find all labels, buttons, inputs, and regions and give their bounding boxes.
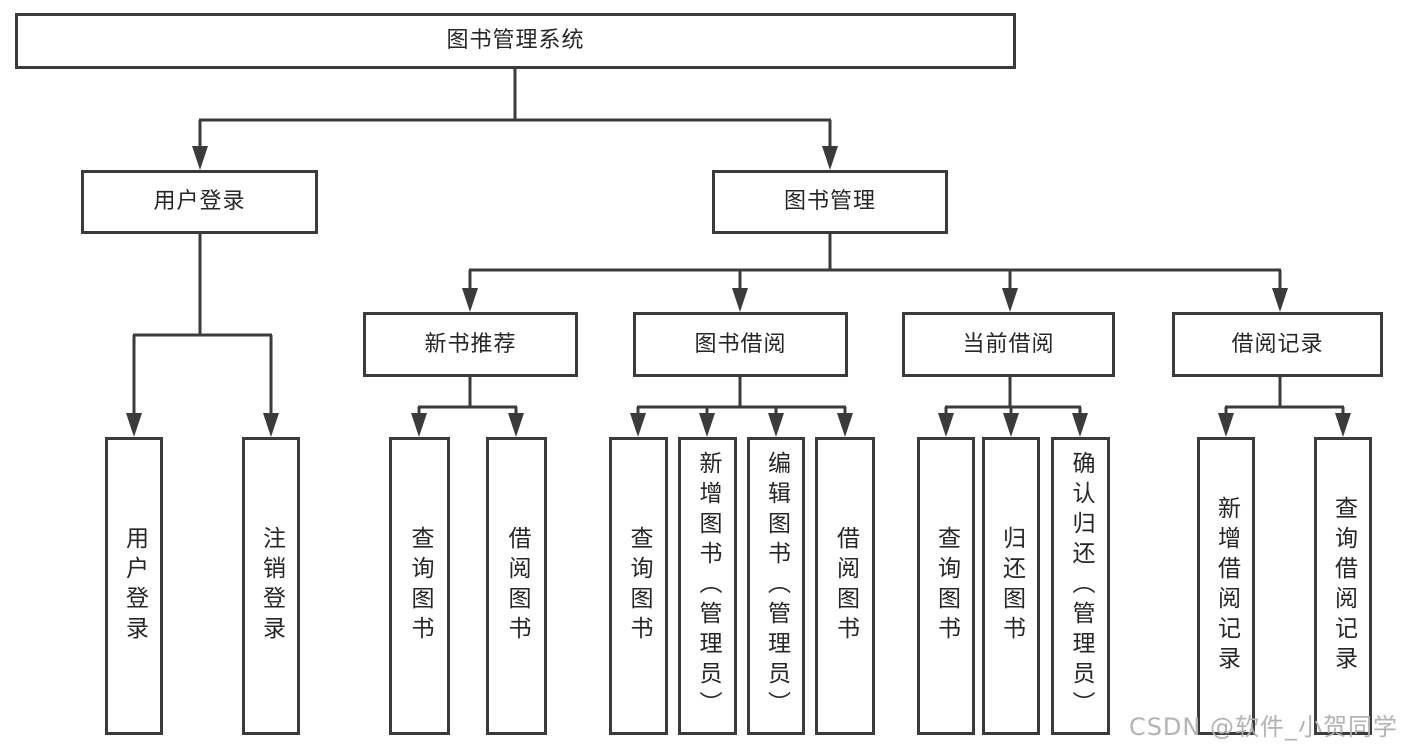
node-book-management: 图书管理 xyxy=(712,170,948,234)
leaf-query-borrow-record: 查询借阅记录 xyxy=(1314,437,1372,735)
node-new-book-recommendation: 新书推荐 xyxy=(363,312,578,377)
csdn-watermark: CSDN @软件_小贺同学 xyxy=(1128,713,1398,741)
leaf-borrow-books-recommendation: 借阅图书 xyxy=(486,437,547,735)
leaf-borrow-books: 借阅图书 xyxy=(815,437,875,735)
node-current-borrowing: 当前借阅 xyxy=(902,312,1115,377)
node-book-borrowing: 图书借阅 xyxy=(633,312,848,377)
leaf-edit-books-admin: 编辑图书（管理员） xyxy=(747,437,805,735)
leaf-user-login: 用户登录 xyxy=(105,437,163,735)
leaf-query-books-borrowing: 查询图书 xyxy=(609,437,668,735)
node-borrowing-records: 借阅记录 xyxy=(1172,312,1383,377)
node-user-login: 用户登录 xyxy=(81,170,318,234)
leaf-logout-login: 注销登录 xyxy=(242,437,300,735)
node-library-management-system: 图书管理系统 xyxy=(15,13,1016,69)
leaf-confirm-return-admin: 确认归还（管理员） xyxy=(1051,437,1110,735)
leaf-return-books: 归还图书 xyxy=(982,437,1040,735)
leaf-query-books-recommendation: 查询图书 xyxy=(389,437,450,735)
leaf-add-books-admin: 新增图书（管理员） xyxy=(678,437,737,735)
leaf-add-borrow-record: 新增借阅记录 xyxy=(1197,437,1255,735)
leaf-query-books-current: 查询图书 xyxy=(917,437,975,735)
